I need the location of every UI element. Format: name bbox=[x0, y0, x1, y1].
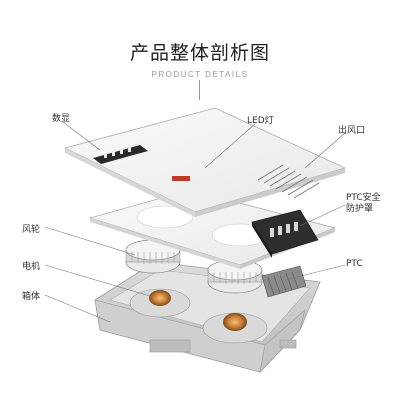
label-ptc-guard-line2: 防护罩 bbox=[346, 204, 374, 214]
label-ptc: PTC bbox=[346, 259, 363, 269]
label-ptc-guard: PTC安全 防护罩 bbox=[346, 193, 381, 215]
brand-logo-mark bbox=[172, 176, 190, 181]
ptc-heater bbox=[261, 265, 307, 298]
digital-display bbox=[93, 145, 148, 164]
motor-right bbox=[202, 312, 268, 344]
leader-lines bbox=[44, 121, 346, 323]
label-fan: 风轮 bbox=[22, 225, 41, 235]
label-outlet: 出风口 bbox=[338, 126, 366, 136]
label-box: 箱体 bbox=[22, 292, 41, 302]
label-ptc-guard-line1: PTC安全 bbox=[346, 193, 381, 203]
outlet-grille bbox=[257, 164, 320, 199]
motor-left bbox=[129, 288, 191, 318]
label-motor: 电机 bbox=[22, 262, 41, 272]
ptc-safety-guard bbox=[251, 209, 319, 258]
label-display: 数显 bbox=[52, 114, 71, 124]
title-divider bbox=[199, 80, 200, 100]
label-led: LED灯 bbox=[247, 116, 274, 126]
top-panel bbox=[63, 107, 347, 217]
page-title: 产品整体剖析图 bbox=[129, 42, 270, 64]
page-subtitle: PRODUCT DETAILS bbox=[151, 70, 249, 79]
